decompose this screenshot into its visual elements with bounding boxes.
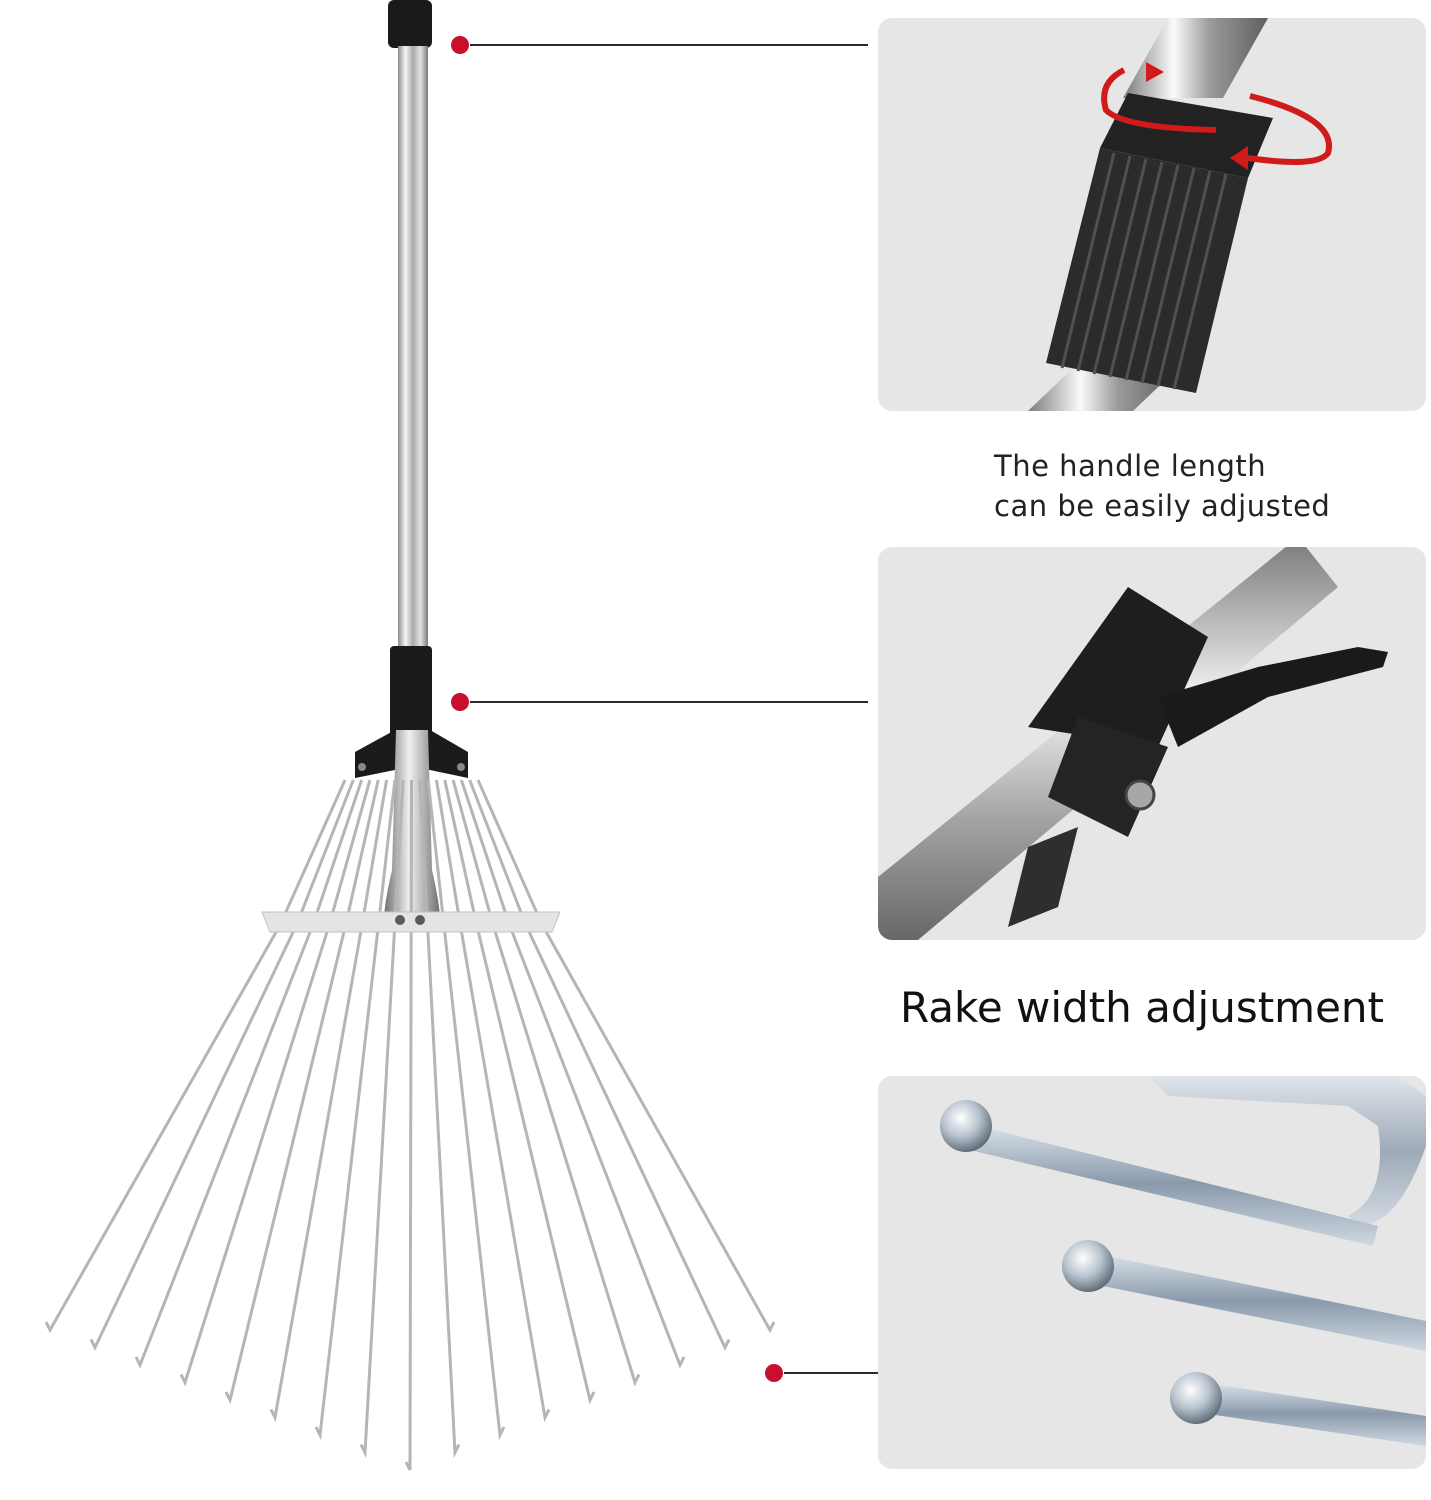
top-grip — [388, 0, 432, 48]
handle-pole — [398, 46, 428, 650]
rake-tine — [468, 779, 731, 1351]
rake-illustration — [44, 0, 776, 1471]
rake-tine — [404, 779, 413, 1471]
detail-panel-lever — [878, 547, 1426, 940]
rake-tine — [459, 779, 686, 1369]
callout-line-tines — [784, 1372, 878, 1374]
rake-tine — [179, 779, 372, 1387]
rake-tine — [476, 779, 776, 1334]
lock-collar — [390, 646, 432, 742]
rake-tine — [314, 779, 397, 1441]
callout-line-lock — [470, 701, 868, 703]
rake-tines — [44, 779, 776, 1471]
callout-line-handle — [470, 44, 868, 46]
rake-tine — [434, 779, 551, 1423]
callout-dot-handle — [451, 36, 469, 54]
rake-tine — [443, 779, 596, 1405]
detail-panel-handle — [878, 18, 1426, 411]
rake-tine — [134, 779, 364, 1369]
rake-tine — [269, 779, 389, 1423]
handle-length-caption-line-2: can be easily adjusted — [994, 489, 1331, 523]
rotate-arrows-icon — [1101, 62, 1332, 170]
rake-tine — [89, 779, 355, 1351]
cross-plate — [261, 911, 561, 933]
rake-tine — [418, 779, 461, 1459]
callout-dot-tines — [765, 1364, 783, 1382]
rake-tine — [359, 779, 405, 1459]
rake-tine — [426, 779, 506, 1441]
callout-dot-lock — [451, 693, 469, 711]
rake-tine — [451, 779, 641, 1387]
handle-length-caption: The handle length can be easily adjusted — [994, 446, 1414, 526]
rake-width-caption: Rake width adjustment — [900, 983, 1385, 1032]
rake-tine — [44, 779, 347, 1334]
rake-tine — [224, 779, 380, 1405]
detail-panel-tines — [878, 1076, 1426, 1469]
handle-length-caption-line-1: The handle length — [994, 449, 1267, 483]
